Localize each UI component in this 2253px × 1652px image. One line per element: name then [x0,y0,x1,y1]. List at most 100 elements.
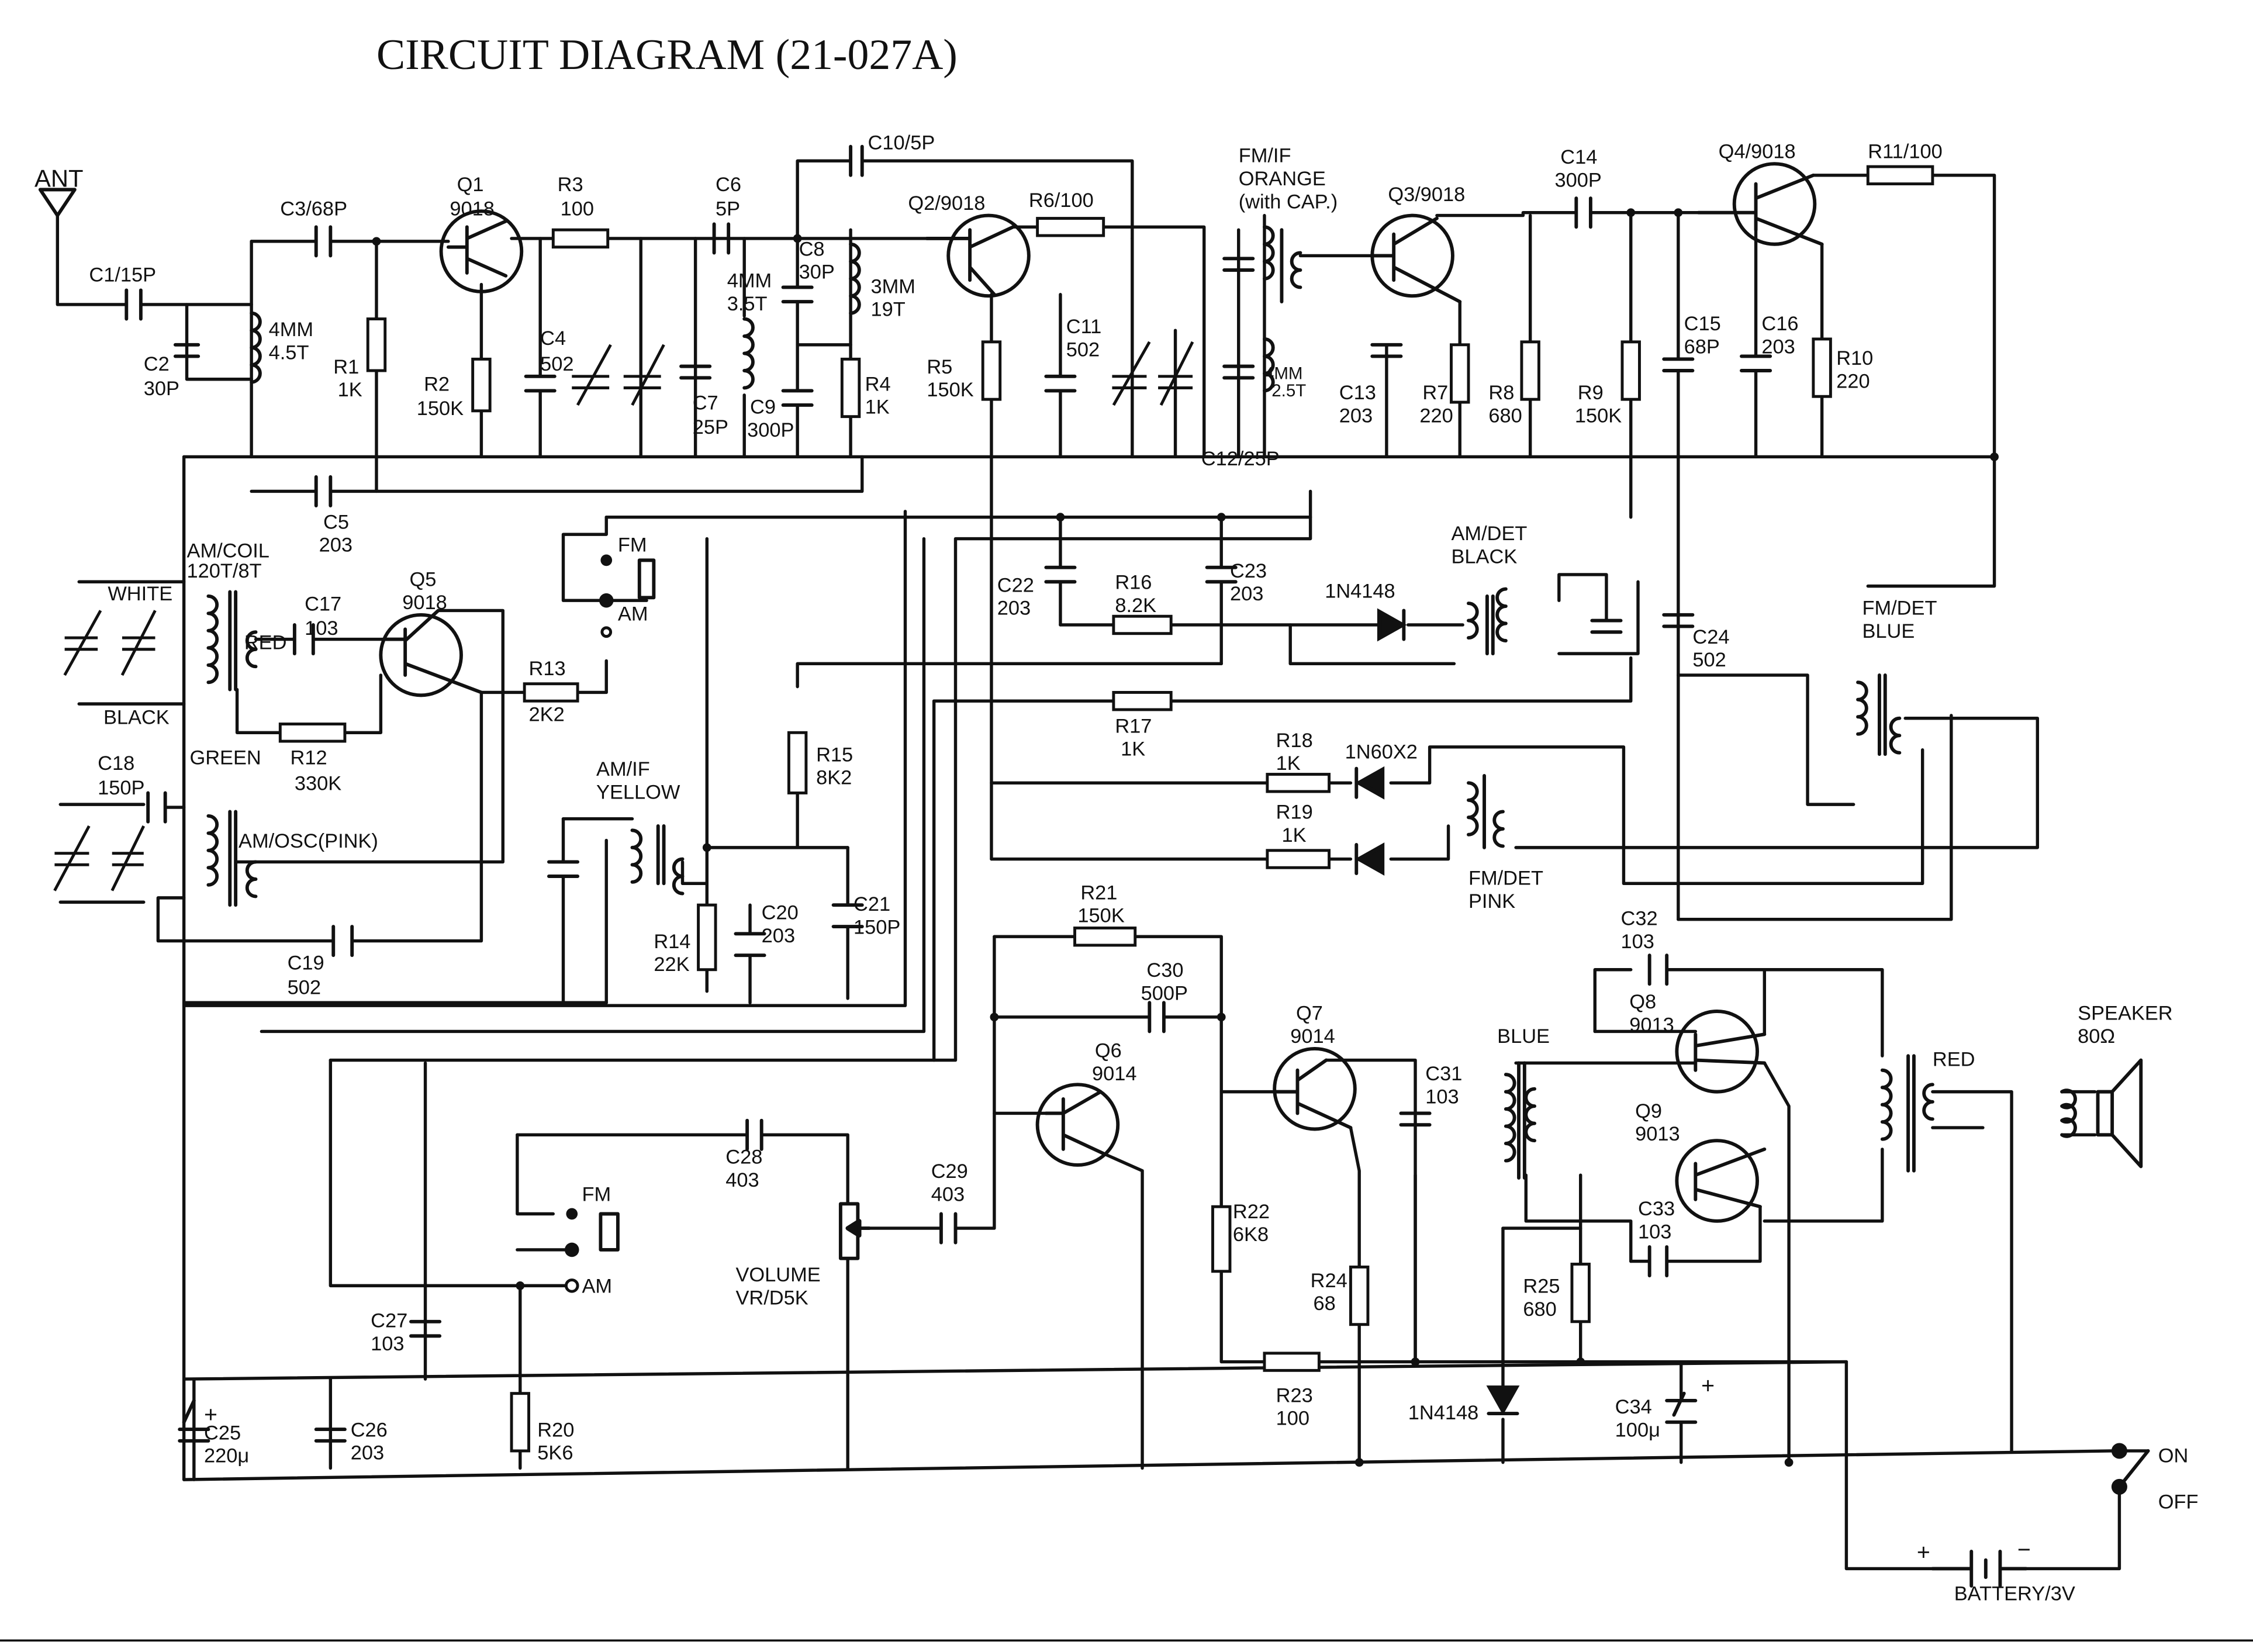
capacitor-c17 [292,623,315,656]
label-r24-ref: R24 [1311,1270,1347,1292]
diode-1n60-a [1354,766,1385,800]
label-c23-val: 203 [1230,583,1263,605]
resistor-r25 [1570,1263,1591,1323]
label-r23-ref: R23 [1276,1384,1313,1406]
label-c29-val: 403 [931,1183,965,1205]
label-c6-ref: C6 [716,174,741,196]
label-r7-val: 220 [1419,405,1453,427]
diode-1n60-b [1354,842,1385,876]
label-r7-ref: R7 [1422,382,1448,404]
diode-1n4148-bias [1486,1385,1520,1416]
trimmer-capacitors [53,341,1194,891]
label-fmif-c: (with CAP.) [1239,191,1338,213]
label-red2: RED [1933,1048,1975,1070]
label-c7-ref: C7 [693,392,718,414]
label-r19-val: 1K [1281,824,1306,846]
label-am-bottom: AM [582,1276,612,1298]
variable-cap-7 [53,825,91,891]
label-d1: 1N4148 [1325,580,1395,602]
label-c26-val: 203 [351,1442,384,1464]
capacitor-c-amif [547,860,580,878]
label-coil1-a: 4MM [269,319,313,341]
label-q6-ref: Q6 [1095,1040,1122,1062]
label-q5-ref: Q5 [410,569,437,591]
label-r17-ref: R17 [1115,715,1152,737]
diodes [1354,608,1520,1416]
capacitor-c23 [1205,565,1238,584]
label-r8-val: 680 [1488,405,1522,427]
label-r25-ref: R25 [1523,1276,1560,1298]
label-c5-ref: C5 [323,511,349,533]
label-c18-val: 150P [98,777,144,799]
label-r18-ref: R18 [1276,730,1313,752]
resistor-r3 [551,228,610,249]
transistor-q4 [1696,162,1824,246]
label-r9-val: 150K [1575,405,1622,427]
variable-cap-1 [572,344,612,406]
label-r16-ref: R16 [1115,572,1152,594]
label-c25-ref: C25 [204,1422,241,1444]
label-r5-val: 150K [927,379,973,401]
label-amdet-b: BLACK [1451,545,1517,568]
label-speaker-a: SPEAKER [2078,1003,2172,1025]
switch-terminals [372,208,1999,1467]
label-c31-ref: C31 [1425,1063,1462,1085]
coil-amif-pri [630,828,643,884]
label-c23-ref: C23 [1230,560,1267,582]
resistor-r6 [1036,217,1105,237]
label-ant: ANT [34,164,84,192]
label-c28-ref: C28 [725,1146,762,1168]
label-r14-ref: R14 [654,931,690,953]
resistor-r17 [1112,691,1173,711]
label-red: RED [244,632,287,654]
capacitor-c24 [1662,613,1695,628]
resistor-r19 [1266,849,1331,869]
label-q8-ref: Q8 [1629,991,1656,1013]
capacitor-c-amdet [1590,618,1623,634]
label-r22-ref: R22 [1233,1201,1270,1223]
power-switch [2111,1443,2150,1495]
label-c27-val: 103 [371,1333,404,1355]
label-c32-val: 103 [1621,931,1654,953]
label-amcoil-b: 120T/8T [187,560,262,582]
resistor-r11 [1866,165,1934,186]
capacitor-c4 [524,374,557,393]
label-c11-ref: C11 [1066,316,1102,338]
label-r19-ref: R19 [1276,801,1313,824]
label-coil3-b: 19T [870,299,905,321]
label-c14-ref: C14 [1560,146,1597,168]
label-c27-ref: C27 [371,1310,407,1332]
label-c8-val: 30P [799,261,835,284]
label-c18-ref: C18 [98,752,134,775]
wiring [56,159,2150,1571]
label-r16-val: 8.2K [1115,595,1156,617]
resistor-r15 [787,731,808,794]
label-amif-b: YELLOW [596,781,680,803]
capacitor-c26 [314,1428,347,1443]
capacitor-c10 [849,144,864,177]
label-c5-val: 203 [319,534,353,557]
label-q1-val: 9018 [450,198,495,220]
label-amcoil-a: AM/COIL [187,540,269,562]
label-coil4-b: 2.5T [1271,381,1306,400]
transistor-q2 [925,213,1031,298]
label-speaker-b: 80Ω [2078,1025,2115,1048]
coil-red-pri [1880,1068,1893,1141]
label-r10-val: 220 [1836,370,1870,392]
capacitor-c31 [1399,1111,1432,1127]
resistor-r23 [1263,1352,1321,1372]
capacitor-c21 [831,903,864,928]
variable-cap-5 [63,610,102,676]
label-volume-a: VOLUME [735,1264,820,1286]
label-amdet-a: AM/DET [1451,523,1527,545]
capacitor-c18 [146,791,167,824]
label-c17-val: 103 [305,617,338,640]
label-c22-val: 203 [997,597,1031,620]
label-r11: R11/100 [1868,140,1942,163]
label-r4-val: 1K [865,396,890,419]
capacitor-c6 [712,222,731,255]
label-c24-val: 502 [1692,649,1726,671]
label-c34-ref: C34 [1615,1396,1652,1418]
resistor-r10 [1812,337,1832,398]
label-c34-val: 100μ [1615,1419,1660,1441]
